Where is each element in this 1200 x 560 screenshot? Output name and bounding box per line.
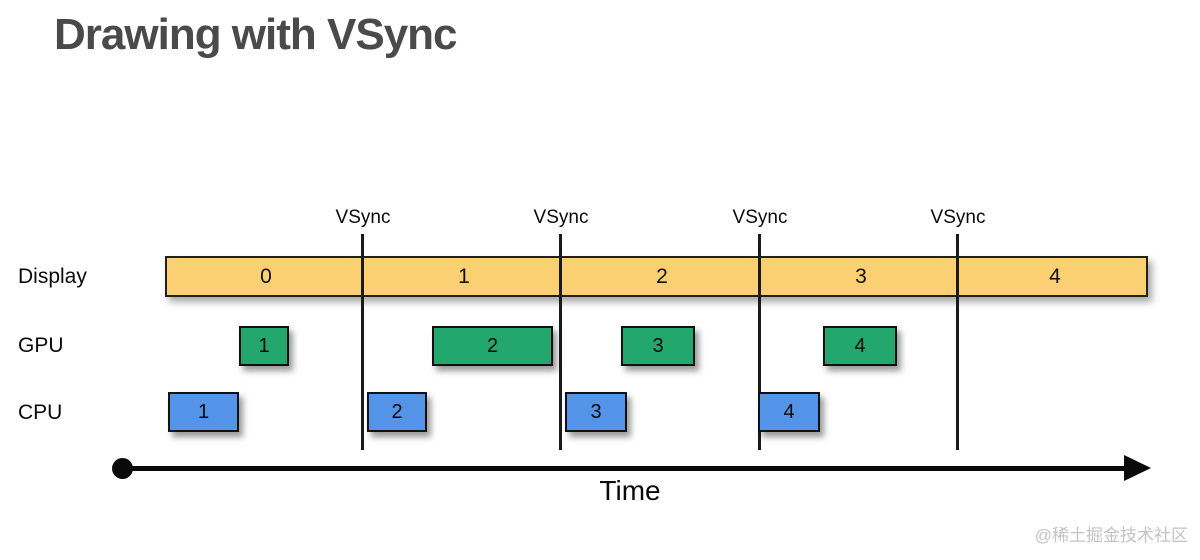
display-segment-4: 4 (1049, 265, 1061, 288)
vsync-line-4 (956, 234, 959, 450)
vsync-line-1 (361, 234, 364, 450)
vsync-line-3 (758, 234, 761, 450)
gpu-task-4: 4 (823, 326, 897, 366)
time-axis-line (122, 466, 1128, 471)
row-label-cpu: CPU (18, 401, 63, 424)
vsync-label-1: VSync (335, 207, 391, 228)
display-segment-2: 2 (656, 265, 668, 288)
gpu-task-2: 2 (432, 326, 553, 366)
display-segment-1: 1 (458, 265, 470, 288)
row-label-display: Display (18, 265, 87, 288)
cpu-task-4: 4 (758, 392, 820, 432)
vsync-label-4: VSync (930, 207, 986, 228)
time-axis-arrowhead-icon (1124, 455, 1151, 481)
gpu-task-1: 1 (239, 326, 289, 366)
gpu-task-3: 3 (621, 326, 695, 366)
row-label-gpu: GPU (18, 334, 64, 357)
vsync-label-2: VSync (533, 207, 589, 228)
vsync-label-3: VSync (732, 207, 788, 228)
display-bar: 0 1 2 3 4 (165, 256, 1148, 297)
vsync-line-2 (559, 234, 562, 450)
cpu-task-1: 1 (168, 392, 239, 432)
time-axis-label: Time (599, 475, 661, 506)
cpu-task-3: 3 (565, 392, 627, 432)
watermark: @稀土掘金技术社区 (1034, 526, 1188, 545)
page-title: Drawing with VSync (54, 10, 458, 59)
display-segment-0: 0 (260, 265, 272, 288)
cpu-task-2: 2 (367, 392, 427, 432)
display-segment-3: 3 (855, 265, 867, 288)
